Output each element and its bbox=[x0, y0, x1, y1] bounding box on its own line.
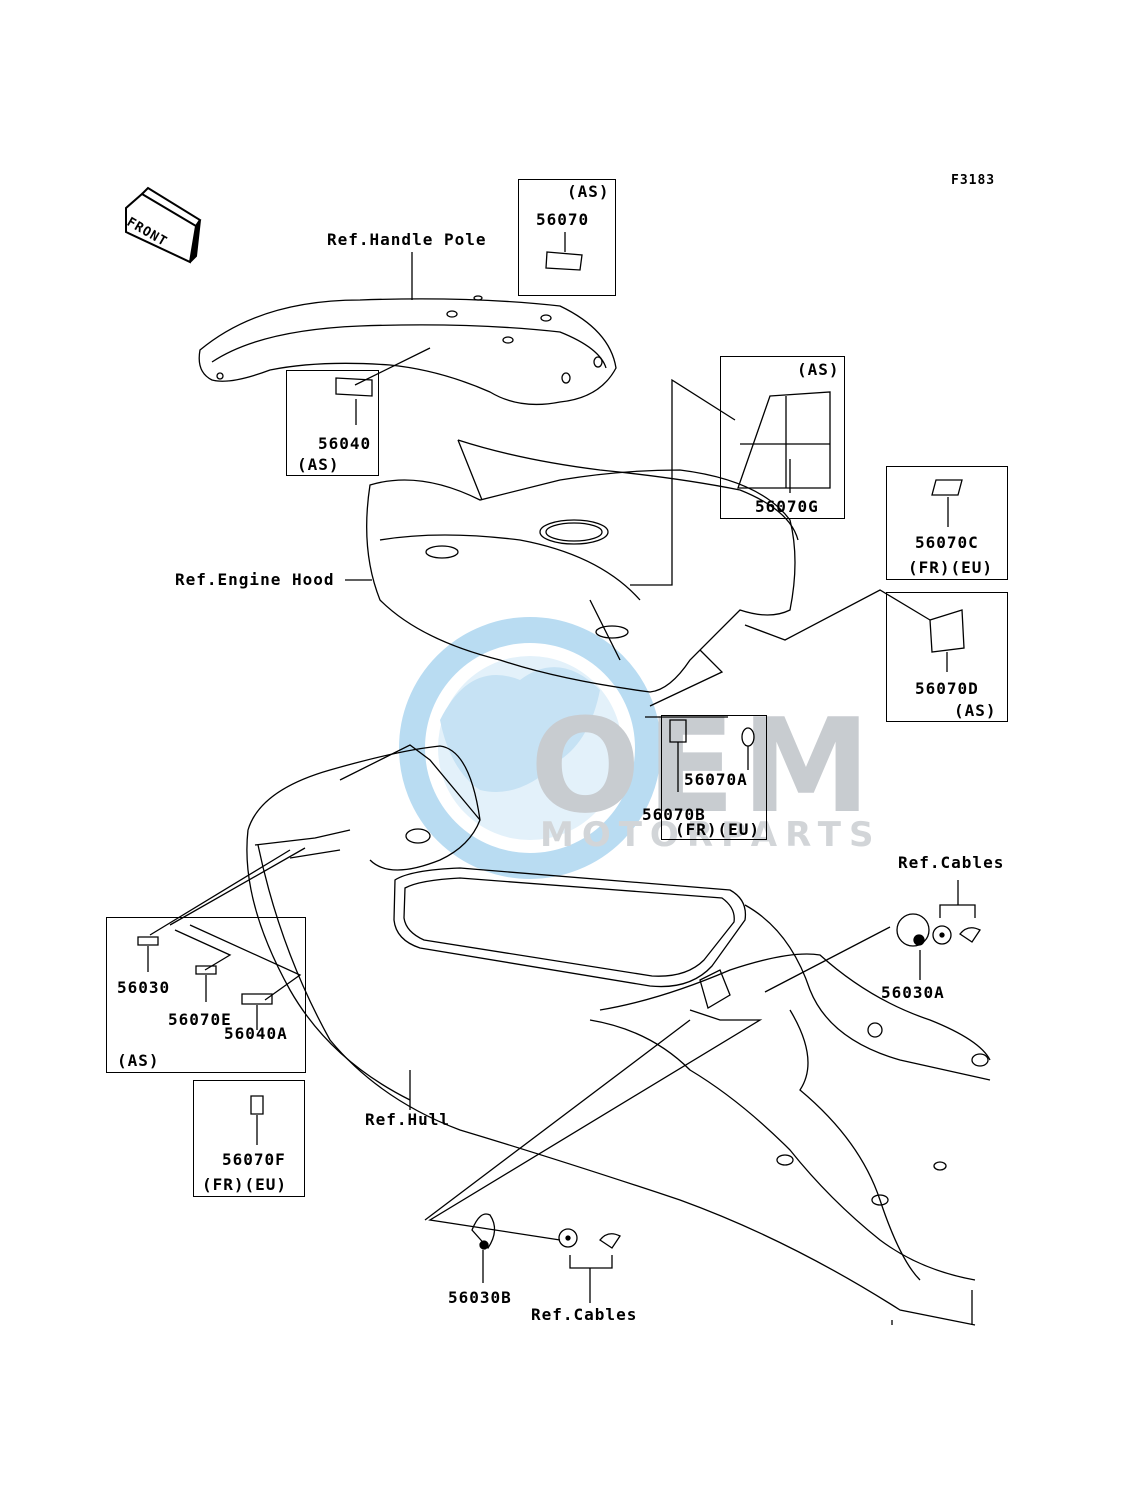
callout-56030a[interactable]: 56030A bbox=[881, 983, 945, 1002]
callout-box-56070d bbox=[886, 592, 1008, 722]
callout-56070b[interactable]: 56070B bbox=[642, 805, 706, 824]
callout-56070[interactable]: 56070 bbox=[536, 210, 590, 229]
callout-box-56070g bbox=[720, 356, 845, 519]
hull-drawing bbox=[246, 744, 991, 1326]
watermark-continents bbox=[440, 667, 600, 792]
callout-56070e[interactable]: 56070E bbox=[168, 1010, 232, 1029]
callout-56030b[interactable]: 56030B bbox=[448, 1288, 512, 1307]
watermark-sub: MOTORPARTS bbox=[540, 815, 882, 855]
handle-pole-drawing bbox=[198, 252, 617, 406]
callout-56030[interactable]: 56030 bbox=[117, 978, 171, 997]
callout-box-56070 bbox=[518, 179, 616, 296]
figure-code: F3183 bbox=[951, 173, 996, 188]
front-arrow-icon bbox=[125, 186, 202, 264]
grommet-icons bbox=[471, 913, 981, 1250]
callout-box-56070c bbox=[886, 466, 1008, 580]
callout-56030-region: (AS) bbox=[117, 1051, 160, 1070]
callout-56070ab-region: (FR)(EU) bbox=[675, 820, 761, 839]
ref-engine-hood[interactable]: Ref.Engine Hood bbox=[175, 570, 335, 589]
callout-56070c[interactable]: 56070C bbox=[915, 533, 979, 552]
ref-cables-bottom[interactable]: Ref.Cables bbox=[531, 1305, 638, 1324]
engine-hood-drawing bbox=[345, 378, 931, 718]
callout-56070a[interactable]: 56070A bbox=[684, 770, 748, 789]
callout-56070g[interactable]: 56070G bbox=[755, 497, 819, 516]
callout-56070d[interactable]: 56070D bbox=[915, 679, 979, 698]
callout-56070f[interactable]: 56070F bbox=[222, 1150, 286, 1169]
callout-56070f-region: (FR)(EU) bbox=[202, 1175, 288, 1194]
ref-cables-right[interactable]: Ref.Cables bbox=[898, 853, 1005, 872]
callout-56070g-region: (AS) bbox=[797, 360, 840, 379]
callout-56040a[interactable]: 56040A bbox=[224, 1024, 288, 1043]
decal-icons bbox=[137, 232, 965, 1145]
callout-box-56040 bbox=[286, 370, 379, 476]
ref-handle-pole[interactable]: Ref.Handle Pole bbox=[327, 230, 487, 249]
watermark-globe bbox=[399, 617, 661, 879]
ref-hull[interactable]: Ref.Hull bbox=[365, 1110, 451, 1129]
callout-56070c-region: (FR)(EU) bbox=[908, 558, 994, 577]
callout-56040-region: (AS) bbox=[297, 455, 340, 474]
callout-56040[interactable]: 56040 bbox=[318, 434, 372, 453]
callout-box-56070f bbox=[193, 1080, 305, 1197]
callout-box-56030-group bbox=[106, 917, 306, 1073]
callout-56070-region: (AS) bbox=[567, 182, 610, 201]
callout-56070d-region: (AS) bbox=[954, 701, 997, 720]
callout-box-56070ab bbox=[661, 715, 767, 840]
